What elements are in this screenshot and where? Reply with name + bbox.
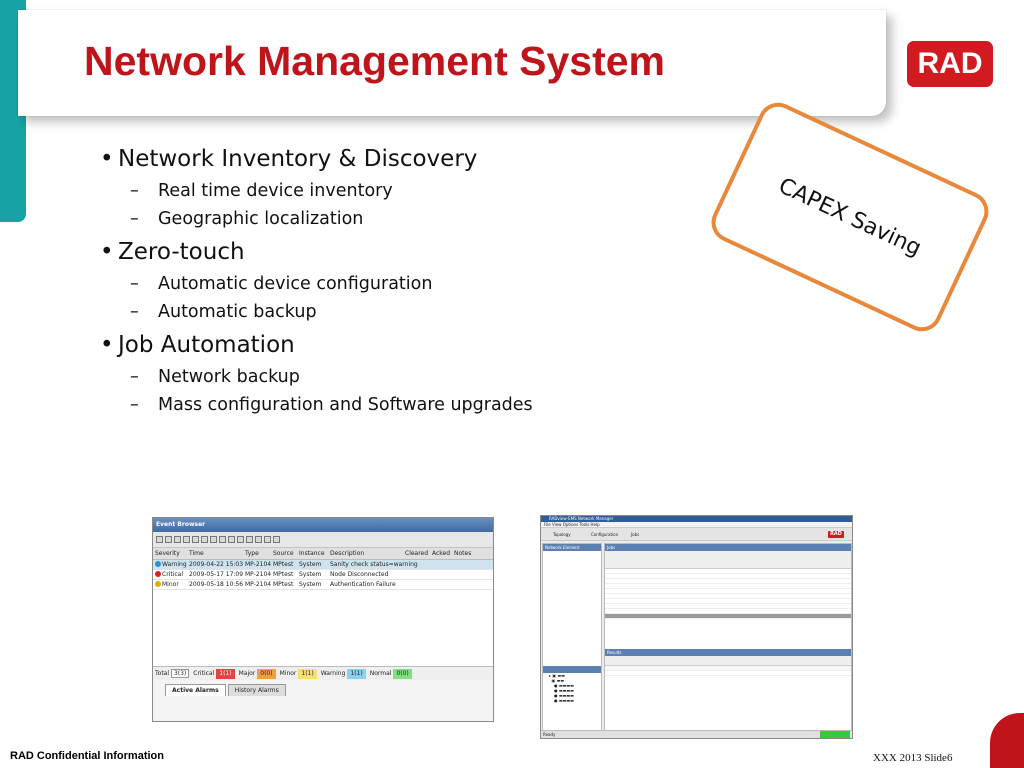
bullet-3: •Job Automation: [100, 332, 295, 358]
nms-status-indicator: [820, 731, 850, 738]
toolbar-icon[interactable]: [165, 536, 172, 543]
nms-rad-logo: RAD: [828, 531, 844, 538]
col-severity[interactable]: Severity: [155, 550, 180, 557]
nms-window-screenshot: RADview-EMS Network Manager File View Op…: [540, 515, 853, 739]
table-row[interactable]: [605, 579, 851, 584]
critical-icon: [155, 571, 161, 577]
toolbar-icon[interactable]: [210, 536, 217, 543]
rad-logo: RAD: [907, 41, 993, 87]
bullet-1: •Network Inventory & Discovery: [100, 146, 478, 172]
corner-accent: [990, 713, 1024, 768]
nms-status-bar: Ready: [541, 730, 852, 738]
nms-window-title: RADview-EMS Network Manager: [541, 516, 852, 522]
event-browser-toolbar: [153, 532, 493, 548]
toolbar-icon[interactable]: [264, 536, 271, 543]
capex-label: CAPEX Saving: [774, 173, 926, 261]
bullet-3-sub-1: –Network backup: [130, 367, 300, 387]
tab-history-alarms[interactable]: History Alarms: [227, 684, 286, 696]
jobs-toolbar: [605, 551, 851, 569]
network-element-tree: Network Element Repository ▸ ▣ ▬▬ ▣ ▬▬ ●…: [542, 543, 602, 731]
table-row[interactable]: Minor 2009-05-18 10:56:13 MP-2104 MPtest…: [153, 580, 493, 590]
event-browser-title: Event Browser: [153, 518, 493, 532]
col-description[interactable]: Description: [330, 550, 365, 557]
toolbar-icon[interactable]: [228, 536, 235, 543]
table-row-selected[interactable]: [605, 614, 851, 619]
tree-node[interactable]: ▸ ▣ ▬▬: [549, 673, 565, 678]
col-notes[interactable]: Notes: [454, 550, 472, 557]
slide-title: Network Management System: [84, 38, 666, 84]
toolbar-icon[interactable]: [273, 536, 280, 543]
event-tabs: Active Alarms History Alarms: [153, 682, 493, 696]
table-row[interactable]: [605, 584, 851, 589]
bullet-2-sub-2: –Automatic backup: [130, 302, 317, 322]
table-row[interactable]: [605, 594, 851, 599]
table-row[interactable]: [605, 666, 851, 671]
footer-confidential: RAD Confidential Information: [10, 750, 164, 762]
event-table-header: Severity Time Type Source Instance Descr…: [153, 548, 493, 560]
nav-configuration[interactable]: Configuration: [591, 532, 619, 537]
nms-nav-bar: Topology Configuration Jobs RAD: [541, 528, 852, 541]
table-row[interactable]: [605, 604, 851, 609]
bullet-1-sub-1: –Real time device inventory: [130, 181, 393, 201]
col-acked[interactable]: Acked: [432, 550, 451, 557]
table-row[interactable]: Critical 2009-05-17 17:09:51 MP-2104 MPt…: [153, 570, 493, 580]
toolbar-icon[interactable]: [219, 536, 226, 543]
tree-node[interactable]: ● ▬▬▬▬: [549, 683, 574, 688]
results-toolbar: [605, 656, 851, 666]
jobs-panel: Jobs Results: [604, 543, 852, 731]
col-time[interactable]: Time: [189, 550, 204, 557]
tree-node[interactable]: ● ▬▬▬▬: [549, 693, 574, 698]
tree-node[interactable]: ▣ ▬▬: [549, 678, 565, 683]
bullet-2: •Zero-touch: [100, 239, 245, 265]
footer-slide-info: XXX 2013 Slide6: [873, 752, 953, 764]
table-row[interactable]: [605, 569, 851, 574]
minor-icon: [155, 581, 161, 587]
toolbar-icon[interactable]: [237, 536, 244, 543]
nav-topology[interactable]: Topology: [553, 532, 571, 537]
total-count: Total 3(3): [153, 668, 191, 679]
warning-icon: [155, 561, 161, 567]
results-header: Results: [605, 649, 851, 656]
tree-node[interactable]: ● ▬▬▬▬: [549, 698, 574, 703]
table-row[interactable]: [605, 599, 851, 604]
col-source[interactable]: Source: [273, 550, 294, 557]
jobs-header: Jobs: [605, 544, 851, 551]
tree-node[interactable]: ● ▬▬▬▬: [549, 688, 574, 693]
toolbar-icon[interactable]: [246, 536, 253, 543]
bullet-3-sub-2: –Mass configuration and Software upgrade…: [130, 395, 533, 415]
table-row[interactable]: [605, 609, 851, 614]
col-instance[interactable]: Instance: [299, 550, 325, 557]
event-table-body: Warning 2009-04-22 15:03:15 MP-2104 MPte…: [153, 560, 493, 667]
toolbar-icon[interactable]: [174, 536, 181, 543]
table-row[interactable]: [605, 574, 851, 579]
table-row[interactable]: Warning 2009-04-22 15:03:15 MP-2104 MPte…: [153, 560, 493, 570]
table-row[interactable]: [605, 671, 851, 676]
table-row[interactable]: [605, 589, 851, 594]
capex-callout: CAPEX Saving: [705, 96, 995, 338]
toolbar-icon[interactable]: [201, 536, 208, 543]
tree-header: Network Element Repository: [543, 544, 601, 557]
event-browser-screenshot: Event Browser Severity Time Type Source …: [152, 517, 494, 722]
title-panel: [18, 10, 886, 116]
bullet-2-sub-1: –Automatic device configuration: [130, 274, 433, 294]
tab-active-alarms[interactable]: Active Alarms: [165, 684, 226, 696]
toolbar-icon[interactable]: [183, 536, 190, 543]
toolbar-icon[interactable]: [156, 536, 163, 543]
toolbar-icon[interactable]: [192, 536, 199, 543]
bullet-1-sub-2: –Geographic localization: [130, 209, 364, 229]
nms-menu-bar[interactable]: File View Options Tools Help: [541, 522, 852, 528]
col-type[interactable]: Type: [245, 550, 259, 557]
toolbar-icon[interactable]: [255, 536, 262, 543]
tree-header-lower: [543, 666, 601, 673]
col-cleared[interactable]: Cleared: [405, 550, 429, 557]
nav-jobs[interactable]: Jobs: [631, 532, 640, 537]
